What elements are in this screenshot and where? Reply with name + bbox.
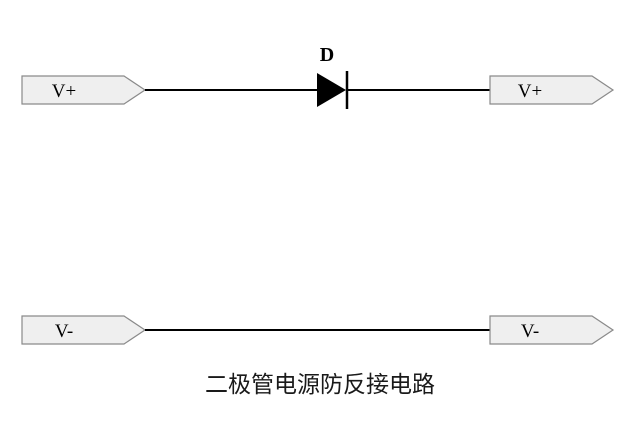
diode-label: D bbox=[320, 44, 334, 66]
port-label-top-right: V+ bbox=[518, 81, 542, 102]
diode-triangle bbox=[317, 73, 346, 107]
port-tag-top-right bbox=[490, 76, 613, 104]
port-tag-bottom-right-outline bbox=[489, 315, 615, 345]
port-tag-bottom-left bbox=[22, 316, 145, 344]
port-label-bottom-right: V- bbox=[521, 321, 539, 342]
diagram-caption: 二极管电源防反接电路 bbox=[205, 372, 435, 397]
port-tag-top-right-outline bbox=[489, 75, 615, 105]
port-tag-bottom-left-outline bbox=[21, 315, 147, 345]
port-tag-bottom-right bbox=[490, 316, 613, 344]
port-label-top-left: V+ bbox=[52, 81, 76, 102]
port-tag-top-left-outline bbox=[21, 75, 147, 105]
port-label-bottom-left: V- bbox=[55, 321, 73, 342]
port-tag-top-left bbox=[22, 76, 145, 104]
